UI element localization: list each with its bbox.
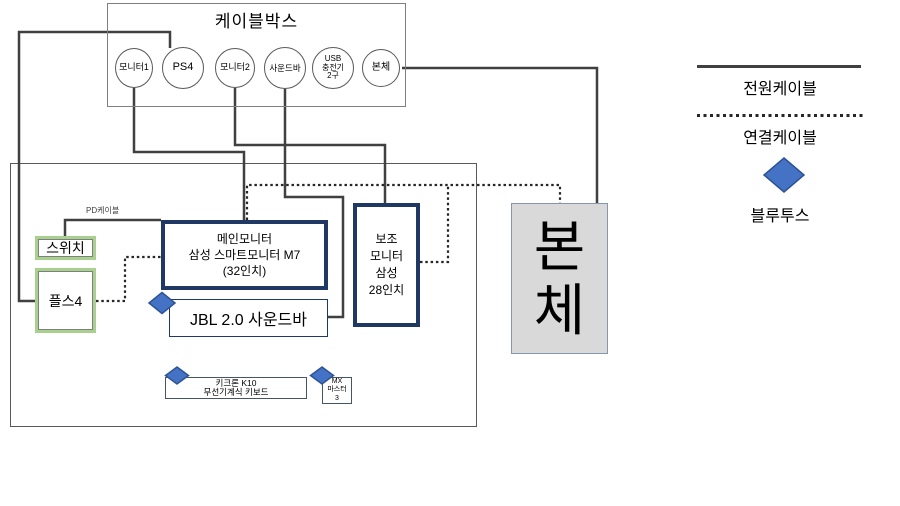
keyboard-box: 키크론 K10 무선기계식 키보드 — [165, 377, 307, 399]
legend-bluetooth-label: 블루투스 — [750, 208, 810, 225]
bluetooth-icon-legend — [762, 157, 806, 193]
jbl-soundbar-box: JBL 2.0 사운드바 — [169, 299, 328, 337]
switch-box: 스위치 — [35, 236, 96, 260]
cable-box-title: 케이블박스 — [214, 12, 299, 31]
pd-cable-label: PD케이블 — [86, 206, 120, 215]
ps4-box: 플스4 — [35, 268, 96, 333]
port-monitor1: 모니터1 — [115, 48, 153, 88]
main-monitor-box: 메인모니터 삼성 스마트모니터 M7 (32인치) — [161, 220, 328, 290]
legend-connection-line-sample — [697, 114, 863, 117]
port-pc: 본체 — [362, 49, 400, 87]
legend-power-label: 전원케이블 — [743, 81, 817, 98]
port-ps4: PS4 — [162, 47, 204, 89]
legend-power-line-sample — [697, 65, 861, 68]
secondary-monitor-box: 보조 모니터 삼성 28인치 — [353, 203, 420, 327]
pc-main-unit-box: 본 체 — [511, 203, 608, 354]
mouse-box: MX 마스터 3 — [322, 377, 352, 404]
legend-connection-label: 연결케이블 — [743, 130, 817, 147]
port-monitor2: 모니터2 — [215, 48, 255, 88]
port-usb-charger: USB 충전기 2구 — [312, 47, 354, 89]
port-soundbar: 사운드바 — [264, 47, 306, 89]
